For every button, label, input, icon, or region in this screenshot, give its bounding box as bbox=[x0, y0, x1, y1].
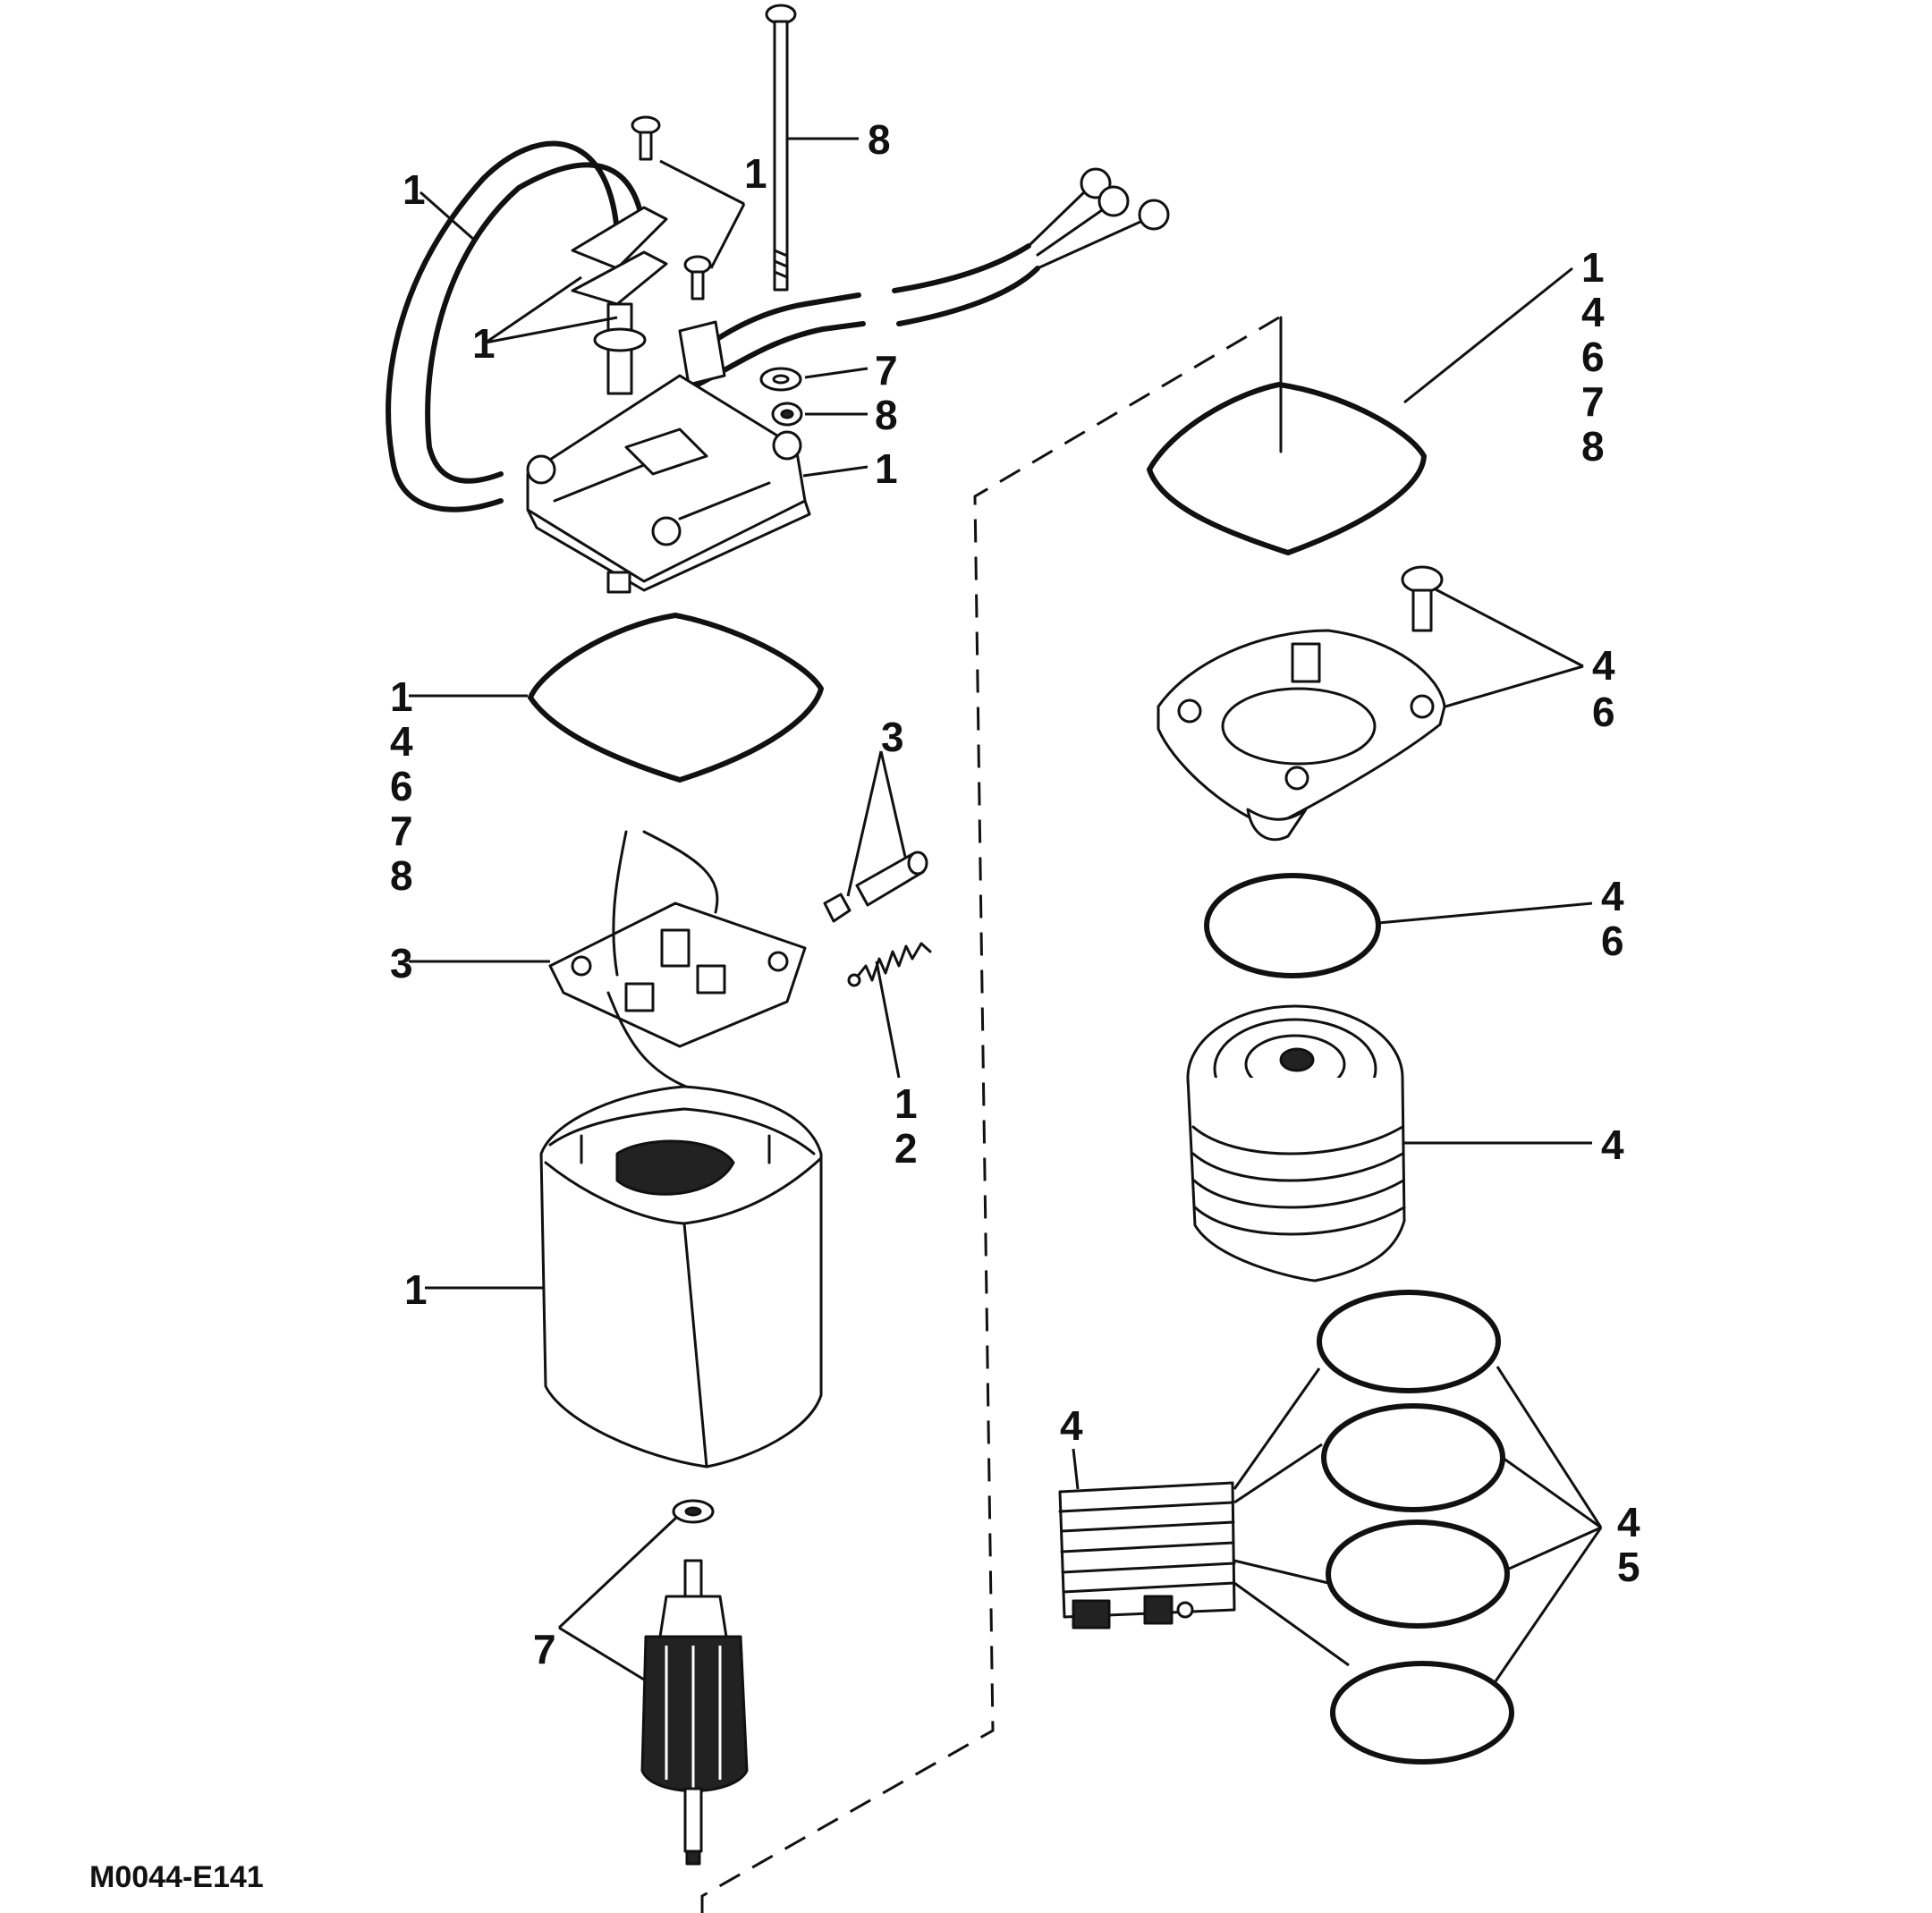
callout-nut: 8 bbox=[875, 392, 898, 438]
callout-pump-body: 4 bbox=[1601, 1122, 1624, 1168]
pump-body bbox=[1186, 1004, 1406, 1282]
nut bbox=[771, 402, 803, 427]
callout-pump-cover-2: 6 bbox=[1592, 689, 1615, 735]
callout-seal-right-2: 4 bbox=[1581, 289, 1605, 335]
spring bbox=[847, 942, 932, 987]
callout-orings-stack-1: 4 bbox=[1617, 1499, 1640, 1545]
oring-mid bbox=[1204, 873, 1381, 978]
callout-seal-left-2: 4 bbox=[390, 718, 413, 765]
callout-seal-right-4: 7 bbox=[1581, 378, 1605, 425]
callout-brushes: 3 bbox=[881, 714, 904, 760]
brush-plate bbox=[548, 830, 807, 1147]
callout-oring-mid-2: 6 bbox=[1601, 918, 1624, 964]
callout-seal-left-1: 1 bbox=[390, 673, 413, 720]
through-bolt bbox=[765, 4, 797, 292]
callout-brush-plate: 3 bbox=[390, 940, 413, 986]
callout-spring-2: 2 bbox=[894, 1125, 918, 1172]
callout-seal-left-5: 8 bbox=[390, 852, 413, 899]
callout-armature: 7 bbox=[533, 1626, 556, 1672]
callout-motor-frame: 1 bbox=[404, 1266, 428, 1313]
screw-top bbox=[631, 115, 661, 161]
callout-orings-stack-2: 5 bbox=[1617, 1544, 1640, 1590]
callout-seal-right-1: 1 bbox=[1581, 244, 1605, 291]
valve-block bbox=[1058, 1481, 1236, 1629]
callout-washer: 7 bbox=[875, 347, 898, 394]
end-cap-top bbox=[526, 374, 811, 594]
brushes bbox=[823, 851, 928, 923]
motor-frame bbox=[539, 1085, 823, 1469]
callout-seal-left-4: 7 bbox=[390, 808, 413, 854]
callout-oring-mid-1: 4 bbox=[1601, 873, 1624, 919]
seal-gasket-right bbox=[1147, 316, 1427, 555]
callout-valve-block: 4 bbox=[1060, 1402, 1083, 1449]
washer bbox=[759, 367, 802, 392]
leader-lines bbox=[409, 137, 1603, 1682]
callout-spring-1: 1 bbox=[894, 1080, 918, 1127]
callout-seal-right-5: 8 bbox=[1581, 423, 1605, 470]
pump-cover bbox=[1157, 629, 1446, 842]
hose-brackets bbox=[571, 206, 668, 395]
oring-stack-2 bbox=[1321, 1403, 1505, 1512]
assembly-dashed-line bbox=[700, 316, 1280, 1913]
oring-stack-1 bbox=[1317, 1290, 1501, 1393]
seal-gasket-left bbox=[528, 613, 824, 783]
callout-pump-cover-1: 4 bbox=[1592, 642, 1615, 689]
oring-stack-4 bbox=[1330, 1661, 1514, 1765]
power-cable bbox=[678, 167, 1170, 387]
callout-end-cap: 1 bbox=[875, 445, 898, 492]
callout-seal-right-3: 6 bbox=[1581, 334, 1605, 380]
callout-brackets: 1 bbox=[472, 320, 496, 367]
callout-through-bolt: 8 bbox=[868, 116, 891, 163]
screw-mid bbox=[683, 255, 712, 300]
callout-screws-top: 1 bbox=[744, 150, 767, 197]
cover-screw bbox=[1401, 565, 1444, 632]
armature bbox=[640, 1499, 749, 1866]
callout-hose: 1 bbox=[402, 166, 426, 213]
callout-seal-left-3: 6 bbox=[390, 763, 413, 809]
figure-id: M0044-E141 bbox=[89, 1860, 264, 1894]
oring-stack-3 bbox=[1326, 1519, 1510, 1629]
hose bbox=[386, 140, 647, 512]
